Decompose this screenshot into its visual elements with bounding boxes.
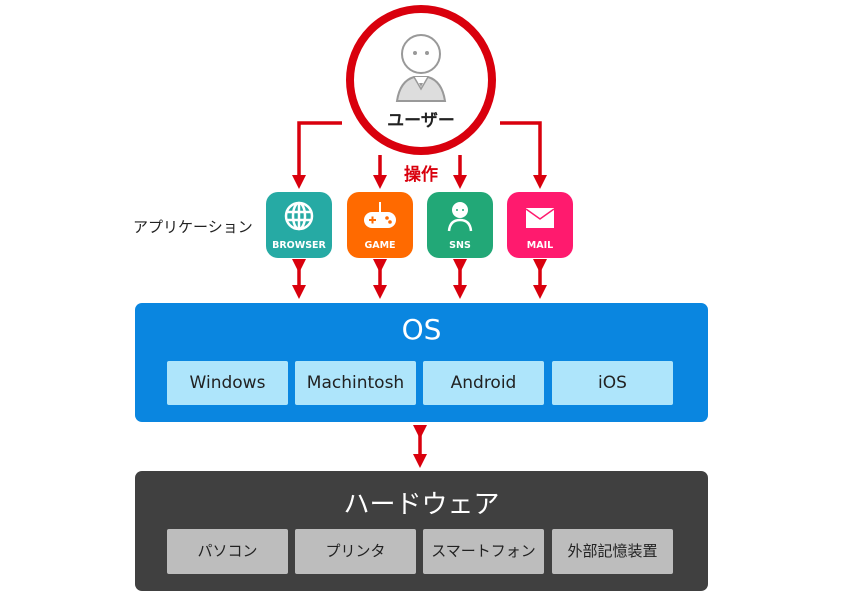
user-label: ユーザー: [387, 111, 455, 131]
gamepad-icon: [364, 202, 396, 228]
hardware-item-external-storage: 外部記憶装置: [552, 529, 673, 574]
arrow-user-to-mail: [500, 121, 547, 189]
applications-label: アプリケーション: [133, 218, 253, 236]
app-label: SNS: [449, 240, 471, 251]
app-game[interactable]: GAME: [347, 192, 413, 258]
os-item-android: Android: [423, 361, 544, 405]
os-item-ios: iOS: [552, 361, 673, 405]
hardware-item-smartphone: スマートフォン: [423, 529, 544, 574]
hardware-item-printer: プリンタ: [295, 529, 416, 574]
app-label: GAME: [364, 240, 396, 251]
operation-label: 操作: [404, 165, 438, 185]
arrow-user-to-browser: [292, 121, 342, 189]
user-node: [346, 5, 496, 155]
app-label: BROWSER: [272, 240, 326, 251]
os-item-machintosh: Machintosh: [295, 361, 416, 405]
app-mail[interactable]: MAIL: [507, 192, 573, 258]
hardware-item-pc: パソコン: [167, 529, 288, 574]
person-icon: [395, 34, 447, 102]
app-sns[interactable]: SNS: [427, 192, 493, 258]
globe-icon: [284, 201, 314, 231]
person-icon: [447, 202, 473, 232]
envelope-icon: [525, 208, 555, 228]
hardware-title: ハードウェア: [343, 490, 500, 520]
os-title: OS: [401, 313, 442, 346]
os-item-windows: Windows: [167, 361, 288, 405]
app-label: MAIL: [526, 240, 554, 251]
app-browser[interactable]: BROWSER: [266, 192, 332, 258]
